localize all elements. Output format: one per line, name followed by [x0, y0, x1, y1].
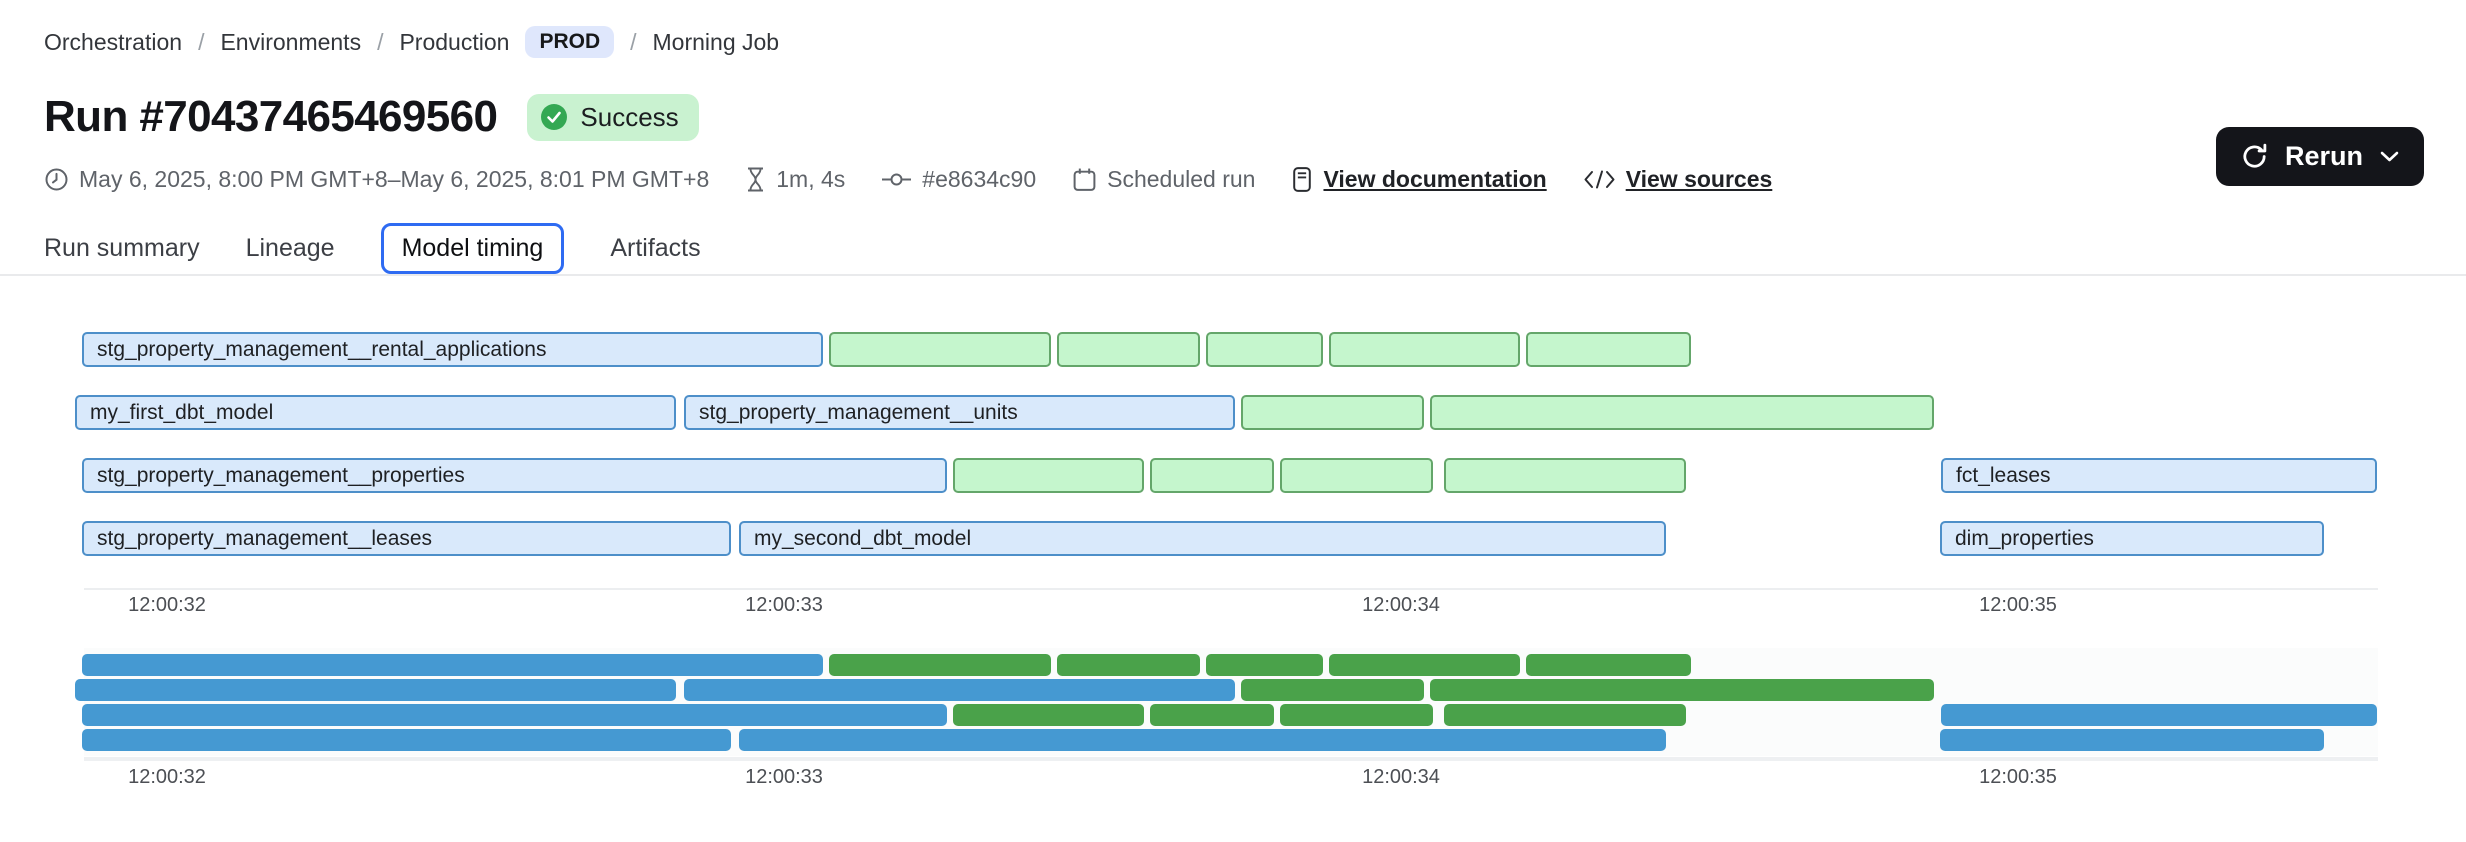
axis-tick-label: 12:00:32: [128, 594, 206, 616]
minimap-bar[interactable]: [75, 679, 676, 701]
gantt-bar[interactable]: [953, 458, 1144, 493]
refresh-icon: [2243, 143, 2267, 168]
breadcrumb-production[interactable]: Production: [399, 28, 510, 55]
minimap-bar[interactable]: [684, 679, 1235, 701]
gantt-bar[interactable]: [1430, 395, 1934, 430]
gantt-bar[interactable]: [1241, 395, 1424, 430]
clock-icon: [45, 168, 68, 191]
tab-artifacts[interactable]: Artifacts: [610, 233, 701, 262]
gantt-bar[interactable]: my_second_dbt_model: [739, 521, 1666, 556]
minimap-bar[interactable]: [1526, 654, 1691, 676]
run-duration: 1m, 4s: [745, 166, 845, 193]
documentation-icon: [1293, 167, 1312, 192]
gantt-bar[interactable]: dim_properties: [1940, 521, 2324, 556]
minimap-bar[interactable]: [1280, 704, 1433, 726]
calendar-icon: [1073, 168, 1096, 191]
gantt-bar-label: my_first_dbt_model: [90, 400, 274, 424]
gantt-bar[interactable]: [1057, 332, 1200, 367]
gantt-bar[interactable]: [1526, 332, 1691, 367]
run-duration-text: 1m, 4s: [776, 166, 846, 192]
breadcrumb-environments[interactable]: Environments: [220, 28, 362, 55]
gantt-bar[interactable]: stg_property_management__units: [684, 395, 1235, 430]
status-badge: Success: [527, 93, 699, 141]
gantt-bar[interactable]: [1444, 458, 1686, 493]
status-badge-label: Success: [580, 101, 679, 132]
minimap-bar[interactable]: [1150, 704, 1274, 726]
run-commit: #e8634c90: [881, 166, 1036, 193]
title-row: Run #70437465469560 Success: [44, 92, 699, 142]
gantt-bar[interactable]: my_first_dbt_model: [75, 395, 676, 430]
gantt-bar-label: stg_property_management__rental_applicat…: [97, 337, 547, 361]
axis-tick-label: 12:00:35: [1979, 766, 2057, 788]
minimap-bar[interactable]: [953, 704, 1144, 726]
run-time-range: May 6, 2025, 8:00 PM GMT+8–May 6, 2025, …: [44, 166, 709, 193]
gantt-bar[interactable]: stg_property_management__properties: [82, 458, 947, 493]
minimap-bar[interactable]: [1430, 679, 1934, 701]
environment-badge: PROD: [525, 26, 615, 58]
breadcrumb-morning-job[interactable]: Morning Job: [652, 28, 780, 55]
chevron-down-icon[interactable]: [2379, 150, 2400, 163]
commit-icon: [882, 173, 912, 186]
check-circle-icon: [541, 104, 568, 130]
minimap-axis-line: [84, 757, 2378, 761]
axis-tick-label: 12:00:33: [745, 766, 823, 788]
hourglass-icon: [748, 167, 764, 192]
minimap-bar[interactable]: [1329, 654, 1520, 676]
minimap-bar[interactable]: [829, 654, 1051, 676]
breadcrumb-separator: /: [377, 28, 384, 55]
axis-tick-label: 12:00:34: [1362, 594, 1440, 616]
minimap-bar[interactable]: [82, 654, 823, 676]
view-sources[interactable]: View sources: [1583, 166, 1773, 193]
tab-run-summary[interactable]: Run summary: [44, 233, 200, 262]
axis-tick-label: 12:00:33: [745, 594, 823, 616]
minimap-bar[interactable]: [739, 729, 1666, 751]
tab-lineage[interactable]: Lineage: [245, 233, 335, 262]
gantt-bar[interactable]: stg_property_management__leases: [82, 521, 731, 556]
minimap-bar[interactable]: [1206, 654, 1323, 676]
run-meta-row: May 6, 2025, 8:00 PM GMT+8–May 6, 2025, …: [44, 166, 1772, 193]
breadcrumb-orchestration[interactable]: Orchestration: [44, 28, 183, 55]
tab-bar: Run summary Lineage Model timing Artifac…: [44, 222, 701, 274]
gantt-bar[interactable]: fct_leases: [1941, 458, 2377, 493]
tab-model-timing[interactable]: Model timing: [380, 222, 565, 274]
run-time-range-text: May 6, 2025, 8:00 PM GMT+8–May 6, 2025, …: [79, 166, 710, 192]
breadcrumb-separator: /: [630, 28, 637, 55]
gantt-bar[interactable]: [829, 332, 1051, 367]
breadcrumb: Orchestration / Environments / Productio…: [44, 26, 779, 58]
tab-bar-divider: [0, 274, 2466, 276]
gantt-axis-line: [84, 588, 2378, 590]
gantt-bar[interactable]: stg_property_management__rental_applicat…: [82, 332, 823, 367]
run-commit-text: #e8634c90: [922, 166, 1037, 192]
minimap-bar[interactable]: [1940, 729, 2324, 751]
breadcrumb-separator: /: [198, 28, 205, 55]
minimap-bar[interactable]: [82, 729, 731, 751]
axis-tick-label: 12:00:34: [1362, 766, 1440, 788]
axis-tick-label: 12:00:35: [1979, 594, 2057, 616]
gantt-bar[interactable]: [1329, 332, 1520, 367]
rerun-button-label: Rerun: [2284, 141, 2363, 171]
run-trigger: Scheduled run: [1072, 166, 1255, 193]
minimap-bar[interactable]: [1057, 654, 1200, 676]
rerun-button[interactable]: Rerun: [2215, 127, 2424, 186]
minimap-bar[interactable]: [1941, 704, 2377, 726]
minimap-bar[interactable]: [1444, 704, 1686, 726]
minimap-bar[interactable]: [82, 704, 947, 726]
gantt-bar-label: dim_properties: [1955, 526, 2094, 550]
view-sources-link[interactable]: View sources: [1625, 166, 1773, 192]
page-title: Run #70437465469560: [44, 92, 498, 141]
gantt-bar-label: my_second_dbt_model: [754, 526, 972, 550]
gantt-bar-label: stg_property_management__leases: [97, 526, 433, 550]
gantt-bar[interactable]: [1150, 458, 1274, 493]
gantt-bar-label: stg_property_management__units: [699, 400, 1018, 424]
gantt-bar[interactable]: [1280, 458, 1433, 493]
gantt-bar[interactable]: [1206, 332, 1323, 367]
gantt-bar-label: fct_leases: [1956, 463, 2051, 487]
axis-tick-label: 12:00:32: [128, 766, 206, 788]
gantt-bar-label: stg_property_management__properties: [97, 463, 465, 487]
run-trigger-text: Scheduled run: [1107, 166, 1256, 192]
view-documentation[interactable]: View documentation: [1291, 166, 1547, 193]
minimap-bar[interactable]: [1241, 679, 1424, 701]
code-icon: [1584, 170, 1615, 189]
view-documentation-link[interactable]: View documentation: [1323, 166, 1547, 192]
